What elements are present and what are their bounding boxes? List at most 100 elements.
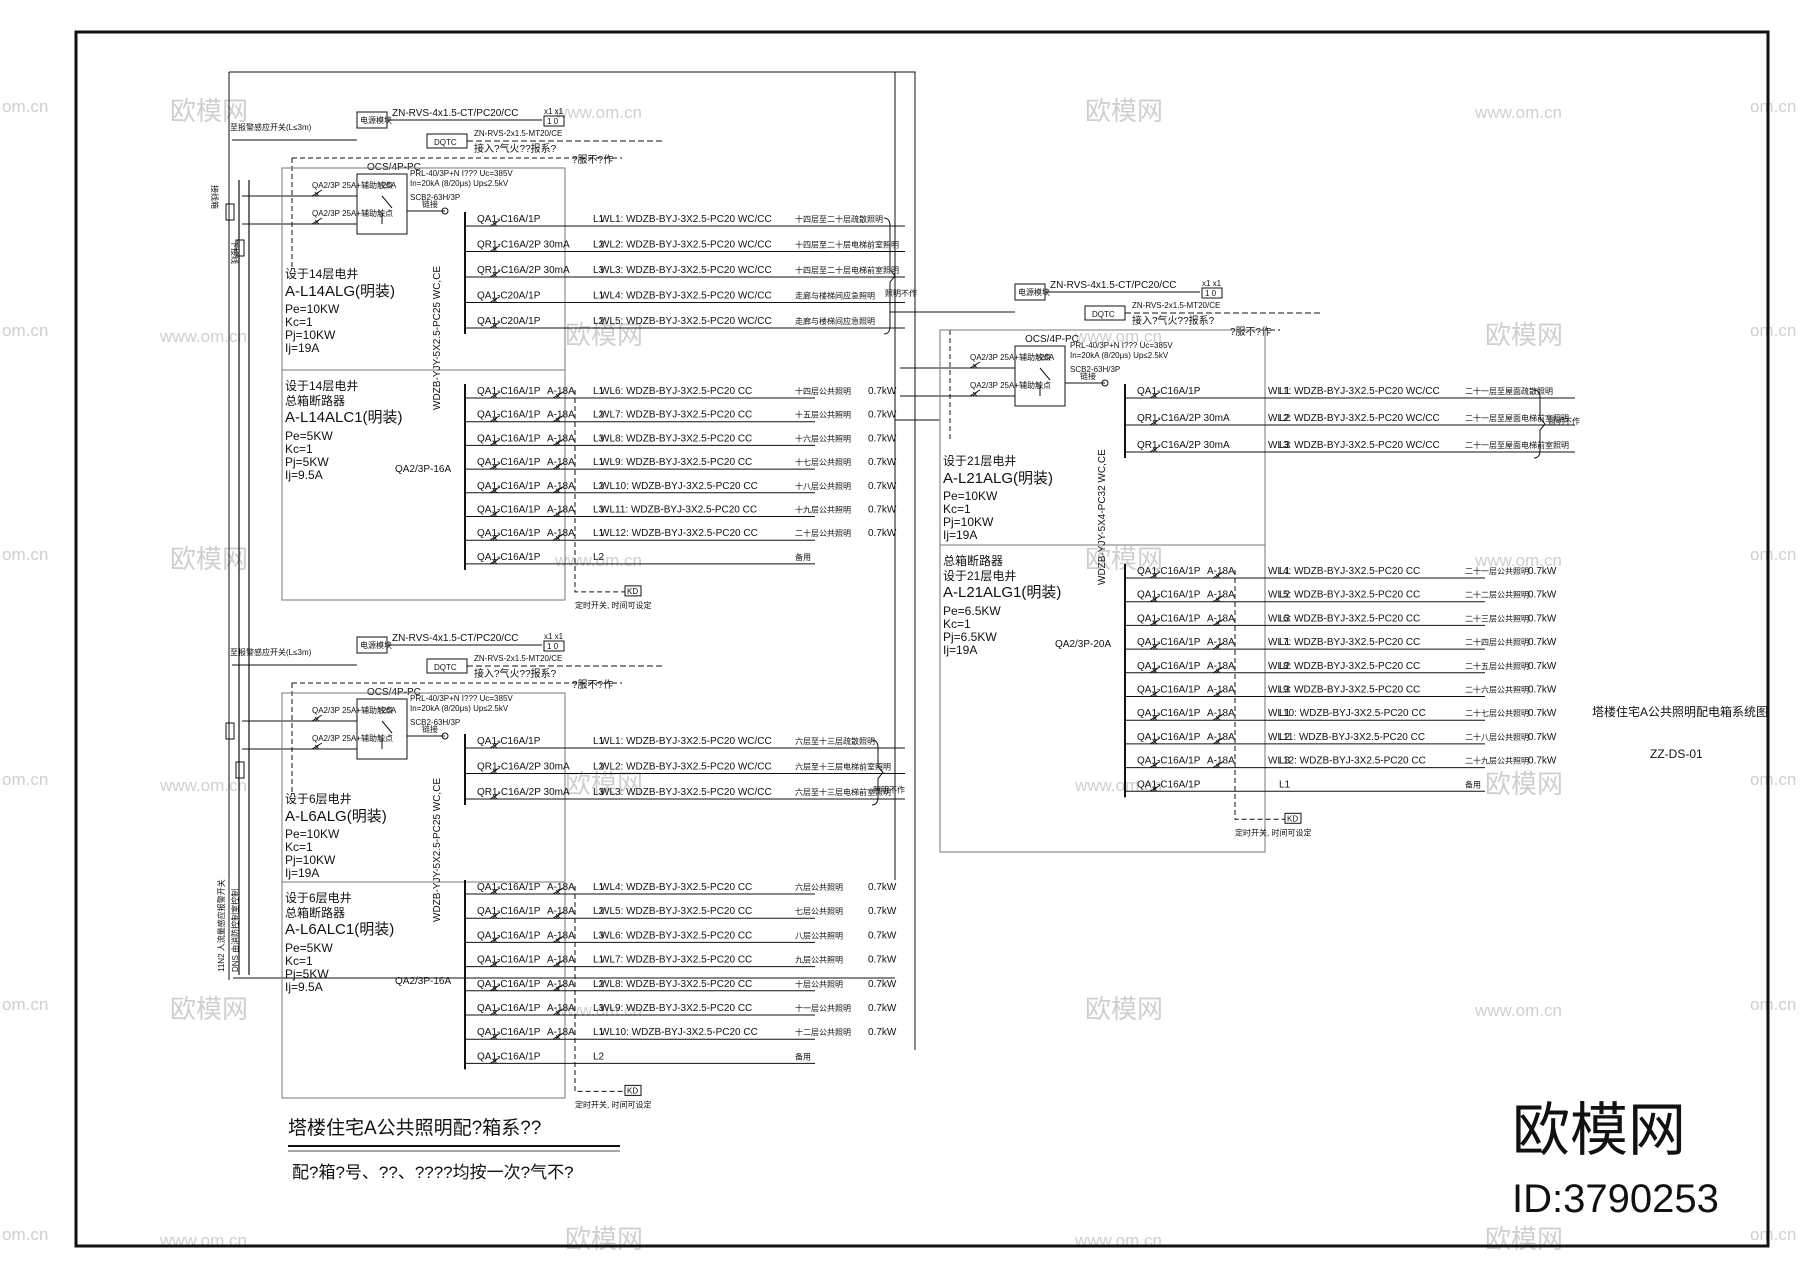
- circuit-a-phase: L1: [1279, 386, 1291, 397]
- circuit-a-breaker-label: QA1-C16A/1P: [477, 736, 541, 747]
- circuit-b-switch: [552, 984, 564, 992]
- circuit-a-desc: 二十一层至屋面电梯前室照明: [1465, 413, 1569, 423]
- circuit-a-cable: WL1: WDZB-BYJ-3X2.5-PC20 WC/CC: [1268, 386, 1440, 397]
- circuit-b-switch-x: [555, 488, 561, 494]
- feed-node: [441, 207, 449, 215]
- circuit-b-breaker-x: [492, 393, 498, 399]
- circuit-a-breaker: [489, 219, 501, 227]
- circuit-b-breaker-label: QA1-C16A/1P: [477, 481, 541, 492]
- qa2-bottom-label: QA2/3P 25A+辅助触点: [312, 733, 393, 743]
- circuit-b-breaker: [489, 462, 501, 470]
- circuit-a-breaker-label: QA1-C16A/1P: [1137, 386, 1201, 397]
- circuit-b-switch-x: [555, 913, 561, 919]
- circuit-b-kw: 0.7kW: [868, 906, 897, 917]
- circuit-b-switch-x: [1215, 644, 1221, 650]
- circuit-b-breaker-label: QA1-C16A/1P: [477, 552, 541, 563]
- board-b-desc2: 设于21层电井: [943, 569, 1016, 583]
- circuit-b-cable: WL8: WDZB-BYJ-3X2.5-PC20 CC: [600, 433, 752, 444]
- circuit-b-switch: [552, 960, 564, 968]
- timer-box-label: KD: [627, 587, 638, 596]
- circuit-b-cable: WL11: WDZB-BYJ-3X2.5-PC20 CC: [600, 505, 757, 516]
- board-a-name: A-L21ALG(明装): [943, 470, 1053, 487]
- circuit-b-kw: 0.7kW: [1528, 661, 1557, 672]
- circuit-a-phase: L1: [593, 291, 605, 302]
- circuit-b-breaker-x: [492, 913, 498, 919]
- circuit-b-kw: 0.7kW: [868, 433, 897, 444]
- circuit-b-switch: [1212, 666, 1224, 674]
- circuit-b-kw: 0.7kW: [868, 410, 897, 421]
- circuit-a-phase: L3: [1279, 440, 1291, 451]
- circuit-b-breaker-x: [492, 986, 498, 992]
- circuit-b-breaker-x: [492, 559, 498, 565]
- circuit-b-kw: 0.7kW: [868, 882, 897, 893]
- circuit-b-breaker-x: [492, 1010, 498, 1016]
- circuit-b-breaker-label: QA1-C16A/1P: [477, 1051, 541, 1062]
- circuit-b-breaker-label: QA1-C16A/1P: [1137, 613, 1201, 624]
- panel-outline: [281, 167, 566, 601]
- circuit-b-cable: WL6: WDZB-BYJ-3X2.5-PC20 CC: [1268, 613, 1420, 624]
- circuit-a-desc: 六层至十三层电梯前室照明: [795, 762, 891, 772]
- circuit-b-cable: WL10: WDZB-BYJ-3X2.5-PC20 CC: [600, 1027, 758, 1038]
- ocs-box: [1014, 345, 1066, 407]
- watermark-logo: 欧模网: [565, 320, 643, 350]
- qa2-top-label: QA2/3P 25A+辅助触点: [312, 180, 393, 190]
- module-note: 接入?气火??报系?: [474, 142, 557, 155]
- qa2-bottom-symbol-x: [314, 219, 320, 225]
- ats-note: ?服不?作: [1230, 326, 1271, 338]
- circuit-b-switch-label: A-18A: [547, 433, 575, 444]
- circuit-b-breaker-label: QA1-C16A/1P: [1137, 637, 1201, 648]
- main-cable-label: WDZB-YJY-5X2.5-PC25 WC,CE: [432, 778, 443, 922]
- circuit-a-brace: [1533, 389, 1546, 459]
- rcd-label: SCB2-63H/3P: [410, 718, 460, 727]
- ats-note: ?服不?作: [572, 154, 613, 166]
- timer-dash: [574, 886, 625, 1092]
- fire-counter-box: [543, 640, 565, 652]
- circuit-b-switch-label: A-18A: [1207, 732, 1235, 743]
- circuit-b-switch: [1212, 713, 1224, 721]
- circuit-b-phase: L1: [593, 882, 605, 893]
- board-a-desc: 设于6层电井: [285, 792, 352, 806]
- circuit-a-cable: WL3: WDZB-BYJ-3X2.5-PC20 WC/CC: [600, 265, 772, 276]
- circuit-a-breaker-label: QR1-C16A/2P 30mA: [477, 787, 570, 798]
- title-block-code: ZZ-DS-01: [1650, 747, 1703, 761]
- board-a-pe: Pe=10KW: [285, 827, 340, 841]
- circuit-b-switch-label: A-18A: [547, 386, 575, 397]
- board-b-name: A-L6ALC1(明装): [285, 921, 394, 938]
- watermark-logo: 欧模网: [1485, 320, 1563, 350]
- circuit-b-switch-x: [555, 512, 561, 517]
- circuit-b-cable: WL9: WDZB-BYJ-3X2.5-PC20 CC: [600, 1003, 752, 1014]
- spd-label: PRL-40/3P+N I??? Uc=385V: [410, 169, 513, 178]
- circuit-b-breaker-label: QA1-C16A/1P: [1137, 779, 1201, 790]
- circuit-b-phase: L2: [593, 410, 605, 421]
- fire-counter-box: [1201, 287, 1223, 299]
- circuit-b-breaker-x: [1152, 668, 1158, 674]
- circuit-b-breaker-label: QA1-C16A/1P: [477, 1027, 541, 1038]
- circuit-b-breaker-x: [492, 417, 498, 422]
- board-b-desc2: 总箱断路器: [285, 905, 345, 920]
- circuit-a-breaker-label: QA1-C16A/1P: [477, 214, 541, 225]
- circuit-b-breaker-label: QA1-C16A/1P: [477, 410, 541, 421]
- circuit-a-desc: 十四层至二十层电梯前室照明: [795, 240, 899, 250]
- power-module-label: 电源模块: [360, 640, 392, 650]
- circuit-b-switch-label: A-18A: [547, 906, 575, 917]
- watermark-edge-left: om.cn: [2, 545, 48, 564]
- fire-counter: 1 0: [1205, 289, 1217, 298]
- board-b-desc: 设于14层电井: [285, 379, 358, 393]
- board-b-pe: Pe=5KW: [285, 941, 333, 955]
- circuit-b-switch-x: [555, 393, 561, 399]
- circuit-a-breaker: [489, 767, 501, 774]
- timer-box-label: KD: [627, 1086, 638, 1095]
- board-b-name: A-L14ALC1(明装): [285, 409, 403, 426]
- circuit-b-breaker-label: QA1-C16A/1P: [1137, 732, 1201, 743]
- stamp-brand: 欧模网: [1512, 1098, 1686, 1163]
- watermark-logo: 欧模网: [1085, 96, 1163, 126]
- circuit-b-phase: L2: [1279, 590, 1291, 601]
- circuit-a-breaker-label: QR1-C16A/2P 30mA: [1137, 413, 1230, 424]
- circuit-b-switch-x: [1215, 739, 1221, 745]
- circuit-b-switch-x: [1215, 715, 1221, 721]
- feed-node: [1101, 379, 1109, 387]
- circuit-b-desc: 十五层公共照明: [795, 410, 851, 420]
